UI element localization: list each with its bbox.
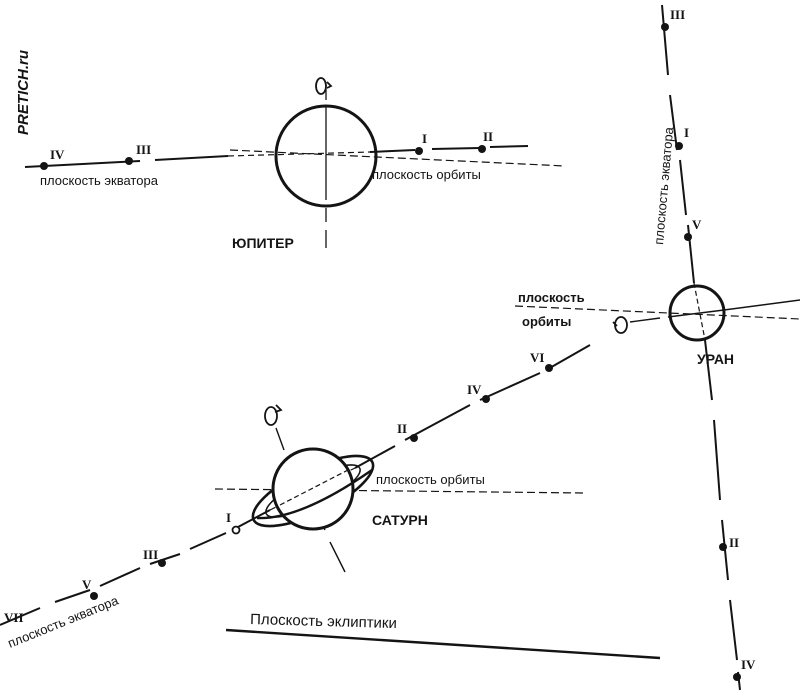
jupiter-orbit-label: плоскость орбиты xyxy=(372,167,481,182)
saturn-moon-vi-dot xyxy=(545,364,553,372)
ecliptic-plane-line xyxy=(225,628,661,660)
saturn-moons: VII V III I II IV VI xyxy=(4,350,553,625)
jupiter-orbit-plane-line xyxy=(229,149,566,167)
uranus-group: III I V II IV плоскость экватора плоскос… xyxy=(514,4,800,691)
jupiter-planet xyxy=(274,104,378,208)
saturn-moon-iii-dot xyxy=(158,559,166,567)
jupiter-equator-plane-line xyxy=(24,145,529,168)
ecliptic-group: Плоскость эклиптики xyxy=(225,611,661,660)
saturn-moon-iv-label: IV xyxy=(467,382,482,397)
uranus-moon-i-label: I xyxy=(684,125,689,140)
saturn-moon-i-label: I xyxy=(226,510,231,525)
jupiter-moons: IV III I II xyxy=(40,129,493,170)
saturn-moon-v-label: V xyxy=(82,577,92,592)
jupiter-moon-ii-label: II xyxy=(483,129,493,144)
uranus-moon-v-label: V xyxy=(692,217,702,232)
jupiter-group: IV III I II плоскость экватора плоскость… xyxy=(24,77,566,251)
saturn-moon-ii-dot xyxy=(410,434,418,442)
uranus-equator-label: плоскость экватора xyxy=(651,126,676,246)
saturn-rotation-arrow-icon xyxy=(264,404,283,426)
uranus-orbit-label-line2: орбиты xyxy=(522,314,571,329)
jupiter-moon-iv-dot xyxy=(40,162,48,170)
uranus-rotation-axis xyxy=(629,299,800,323)
uranus-equator-dashed xyxy=(693,282,706,341)
uranus-equator-plane-line xyxy=(661,4,741,691)
jupiter-moon-ii-dot xyxy=(478,145,486,153)
uranus-moon-iv-dot xyxy=(733,673,741,681)
saturn-moon-vi-label: VI xyxy=(530,350,544,365)
saturn-moon-iii-label: III xyxy=(143,547,158,562)
uranus-moons: III I V II IV xyxy=(661,7,756,681)
uranus-moon-iii-dot xyxy=(661,23,669,31)
watermark: PRETICH.ru xyxy=(15,50,32,135)
uranus-planet xyxy=(668,284,726,342)
saturn-moon-v-dot xyxy=(90,592,98,600)
uranus-rotation-arrow-icon xyxy=(612,316,628,334)
jupiter-moon-i-label: I xyxy=(422,131,427,146)
jupiter-moon-iv-label: IV xyxy=(50,147,65,162)
saturn-name: САТУРН xyxy=(372,512,428,528)
saturn-moon-iv-dot xyxy=(482,395,490,403)
saturn-equator-through-planet xyxy=(279,469,349,506)
saturn-moon-ii-label: II xyxy=(397,421,407,436)
saturn-ring-front-arc xyxy=(256,469,373,520)
uranus-orbit-label-line1: плоскость xyxy=(518,290,585,305)
saturn-planet xyxy=(271,447,355,531)
jupiter-moon-iii-dot xyxy=(125,157,133,165)
jupiter-name: ЮПИТЕР xyxy=(232,235,294,251)
jupiter-equator-label: плоскость экватора xyxy=(40,173,159,188)
uranus-moon-v-dot xyxy=(684,233,692,241)
uranus-moon-ii-label: II xyxy=(729,535,739,550)
jupiter-moon-i-dot xyxy=(415,147,423,155)
saturn-group: VII V III I II IV VI плоскость экватора … xyxy=(0,344,591,651)
uranus-moon-iii-label: III xyxy=(670,7,685,22)
ecliptic-label: Плоскость эклиптики xyxy=(250,611,397,632)
saturn-moon-vii-label: VII xyxy=(4,610,24,625)
jupiter-moon-iii-label: III xyxy=(136,142,151,157)
uranus-moon-i-dot xyxy=(675,142,683,150)
saturn-orbit-label: плоскость орбиты xyxy=(376,472,485,487)
jupiter-equator-dashed xyxy=(227,151,371,157)
jupiter-rotation-arrow-icon xyxy=(315,77,333,95)
saturn-moon-i-dot xyxy=(231,525,241,535)
uranus-moon-ii-dot xyxy=(719,543,727,551)
uranus-moon-iv-label: IV xyxy=(741,657,756,672)
uranus-name: УРАН xyxy=(697,351,734,367)
